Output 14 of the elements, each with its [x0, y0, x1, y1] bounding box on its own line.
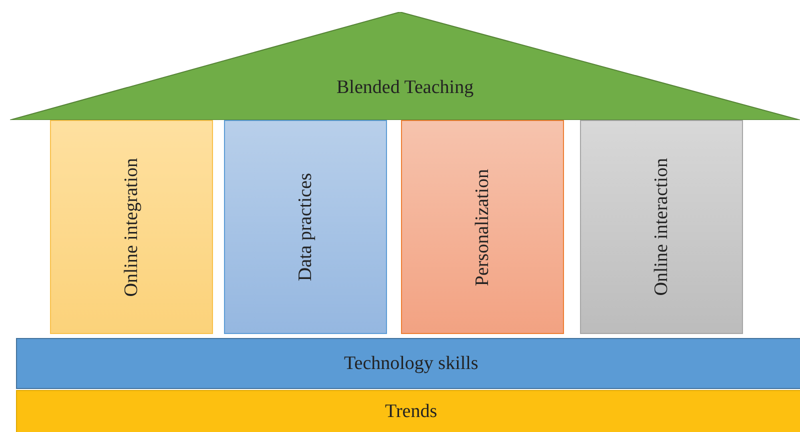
pillar-box [50, 120, 213, 334]
node-label: Personalization [472, 168, 494, 286]
pillar-box [401, 120, 564, 334]
node-label: Technology skills [344, 352, 478, 374]
foundation-bar [16, 390, 800, 432]
pillar-box [580, 120, 743, 334]
node-label: Blended Teaching [336, 77, 474, 99]
node-label: Data practices [294, 173, 316, 282]
node-label: Online interaction [650, 158, 672, 296]
node-label: Online integration [120, 158, 142, 296]
roof-triangle [10, 12, 800, 120]
foundation-bar [16, 338, 800, 389]
pillar-box [224, 120, 387, 334]
node-label: Trends [385, 401, 438, 423]
